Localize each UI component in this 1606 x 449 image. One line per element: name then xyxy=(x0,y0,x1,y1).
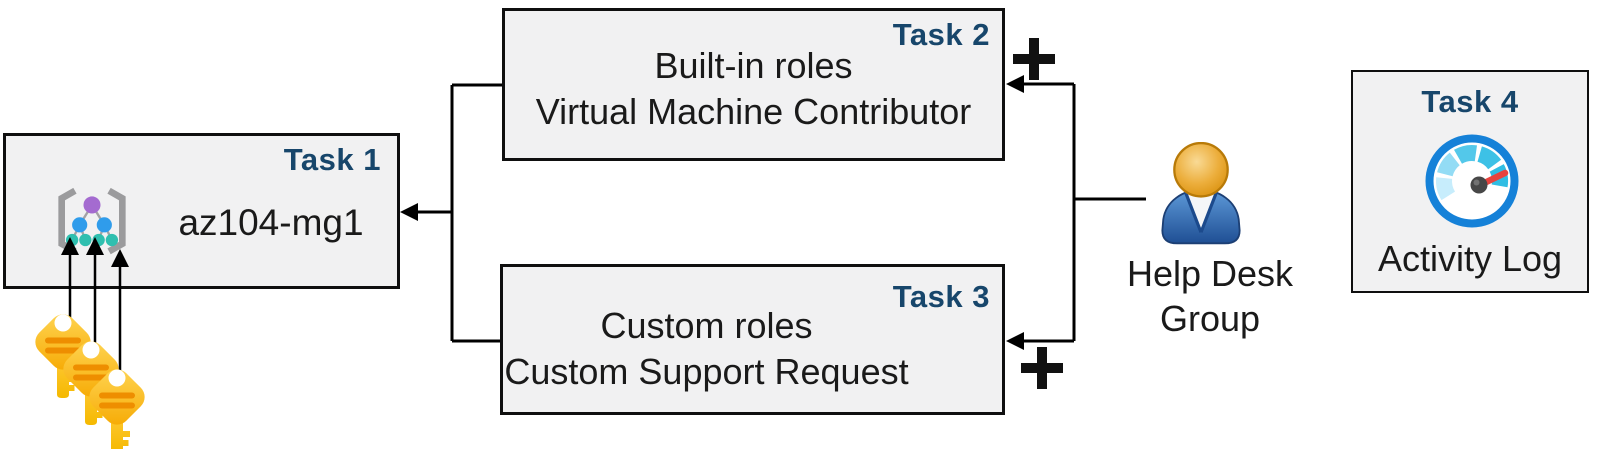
task2-box: Task 2 Built-in roles Virtual Machine Co… xyxy=(502,8,1005,161)
task2-label: Task 2 xyxy=(892,17,990,52)
task1-box: Task 1 az104-mg1 xyxy=(3,133,400,289)
task3-label: Task 3 xyxy=(892,279,990,314)
key-icon-3 xyxy=(89,369,145,449)
task1-label: Task 1 xyxy=(283,142,381,177)
task4-label: Task 4 xyxy=(1421,84,1519,119)
arrowhead-into-task1 xyxy=(400,203,418,221)
plus-icon-bottom xyxy=(1021,347,1063,389)
task2-line2: Virtual Machine Contributor xyxy=(535,91,972,132)
help-desk-group-label-line2: Group xyxy=(1159,298,1261,339)
help-desk-group-label: Help Desk Group xyxy=(1105,251,1315,341)
task3-line1: Custom roles xyxy=(600,305,813,346)
task3-box: Task 3 Custom roles Custom Support Reque… xyxy=(500,264,1005,415)
task4-caption: Activity Log xyxy=(1377,238,1563,279)
task2-line1: Built-in roles xyxy=(654,45,853,86)
plus-icon-top xyxy=(1013,38,1055,80)
user-icon xyxy=(1161,142,1241,245)
help-desk-group-label-line1: Help Desk xyxy=(1126,253,1294,294)
activity-log-gauge-icon xyxy=(1425,134,1519,228)
task4-box: Task 4 Activity Log xyxy=(1351,70,1589,293)
task3-line2: Custom Support Request xyxy=(504,351,909,392)
management-group-icon xyxy=(58,187,126,255)
management-group-name: az104-mg1 xyxy=(178,202,364,243)
